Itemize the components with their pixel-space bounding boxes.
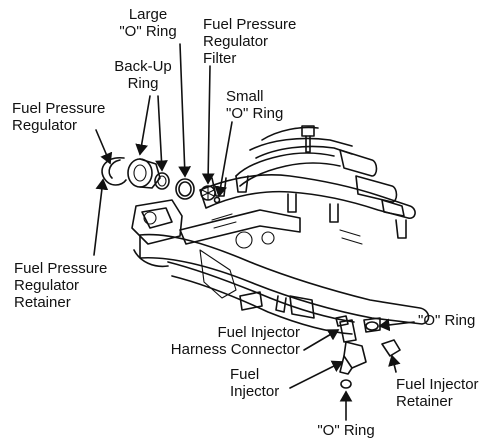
label-large-o-ring: Large"O" Ring — [119, 6, 177, 40]
fuel-pressure-regulator-part — [127, 158, 161, 189]
injector-top-o-ring — [365, 321, 379, 331]
label-o-ring-bottom: "O" Ring — [317, 422, 375, 439]
fpr-retainer-clip — [101, 157, 127, 186]
injector-retainer-part — [381, 339, 401, 357]
label-o-ring-right: "O" Ring — [418, 312, 476, 329]
fuel-rail-assembly — [131, 125, 430, 335]
large-o-ring-part — [175, 178, 195, 200]
leader-lines — [93, 43, 415, 421]
small-o-ring-part — [213, 196, 221, 204]
label-small-o-ring: Small"O" Ring — [226, 88, 284, 122]
injector-bottom-o-ring — [340, 379, 352, 389]
fpr-filter-part — [200, 185, 216, 201]
back-up-ring-part — [154, 172, 170, 190]
fuel-injector-part — [335, 315, 367, 375]
